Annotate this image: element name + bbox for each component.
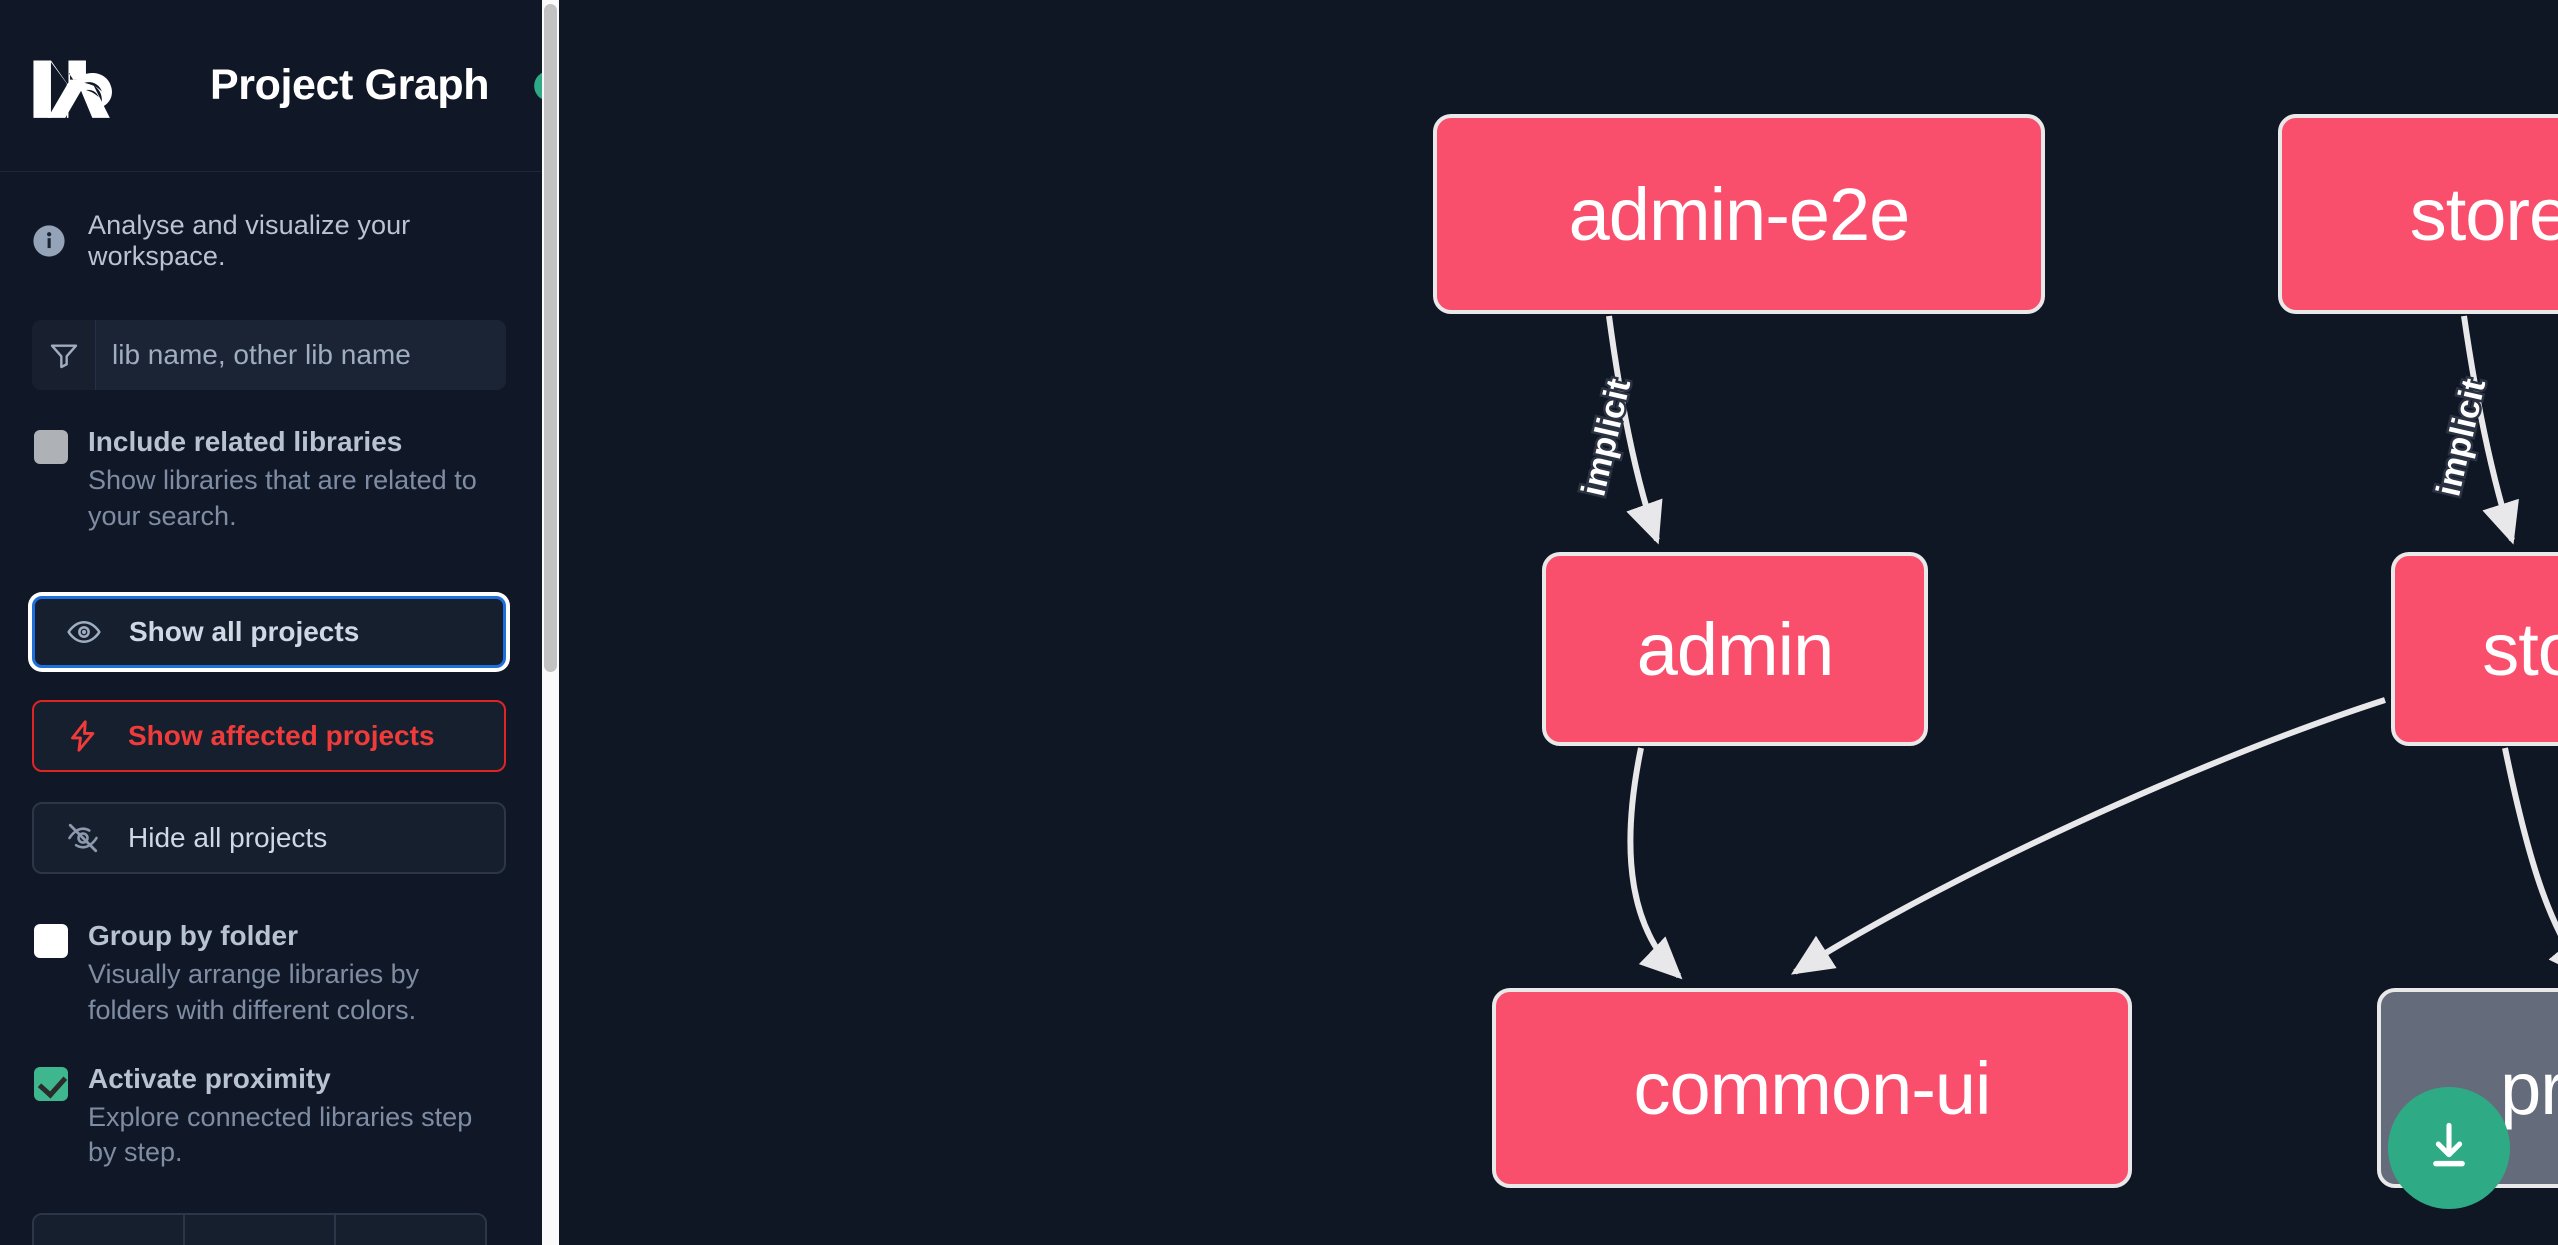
download-icon xyxy=(2420,1117,2478,1180)
hide-all-projects-label: Hide all projects xyxy=(128,822,328,854)
show-affected-projects-label: Show affected projects xyxy=(128,720,435,752)
show-affected-projects-button[interactable]: Show affected projects xyxy=(32,700,506,773)
edge-store-to-products xyxy=(2502,747,2558,980)
search-input[interactable] xyxy=(96,320,506,390)
graph-node-store[interactable]: store xyxy=(2391,552,2558,746)
node-label: store xyxy=(2482,607,2558,691)
info-text: Analyse and visualize your workspace. xyxy=(88,210,411,271)
checkbox-row-include-related-libraries[interactable]: Include related libraries Show libraries… xyxy=(0,390,542,534)
node-label: admin xyxy=(1636,607,1835,691)
edge-admin-e2e-to-admin xyxy=(1606,315,1663,545)
node-label: products xyxy=(2500,1046,2558,1130)
page-title: Project Graph xyxy=(210,61,490,109)
graph-node-admin[interactable]: admin xyxy=(1542,552,1928,746)
show-all-projects-button[interactable]: Show all projects xyxy=(32,596,506,669)
edge-store-to-common-ui xyxy=(1790,697,2386,975)
checkbox-description: Show libraries that are related to your … xyxy=(88,465,477,531)
graph-node-store-e2e[interactable]: store-e2e xyxy=(2278,114,2558,314)
group-by-folder-text: Group by folder Visually arrange librari… xyxy=(88,918,506,1028)
sidebar: Project Graph Analyse and visualize your… xyxy=(0,0,559,1245)
search-field[interactable] xyxy=(32,320,506,390)
download-image-button[interactable] xyxy=(2388,1087,2510,1209)
checkbox-label: Group by folder xyxy=(88,920,298,952)
activate-proximity-checkbox[interactable] xyxy=(34,1066,68,1101)
sidebar-scrollbar-thumb[interactable] xyxy=(544,4,557,672)
sidebar-scrollbar-track[interactable] xyxy=(542,0,559,1245)
hide-all-projects-button[interactable]: Hide all projects xyxy=(32,802,506,875)
include-related-libraries-checkbox[interactable] xyxy=(34,430,68,464)
node-label: common-ui xyxy=(1633,1046,1992,1130)
sidebar-header: Project Graph xyxy=(0,0,559,172)
checkbox-description: Explore connected libraries step by step… xyxy=(88,1101,473,1168)
node-label: store-e2e xyxy=(2409,172,2558,256)
proximity-stepper-group[interactable] xyxy=(32,1213,487,1245)
nx-logo xyxy=(30,51,126,121)
info-circle-icon xyxy=(32,224,66,258)
activate-proximity-text: Activate proximity Explore connected lib… xyxy=(88,1061,506,1171)
show-all-projects-label: Show all projects xyxy=(129,616,360,648)
graph-node-admin-e2e[interactable]: admin-e2e xyxy=(1433,114,2045,314)
checkbox-description: Visually arrange libraries by folders wi… xyxy=(88,959,420,1025)
proximity-step-value[interactable] xyxy=(185,1215,336,1245)
workspace-info: Analyse and visualize your workspace. xyxy=(0,172,542,272)
lightning-bolt-icon xyxy=(64,717,102,755)
edge-store-e2e-to-store xyxy=(2461,315,2519,545)
proximity-step-decrease[interactable] xyxy=(34,1215,185,1245)
include-related-libraries-text: Include related libraries Show libraries… xyxy=(88,424,506,534)
graph-canvas[interactable]: implicit implicit admin-e2e store-e2e ad… xyxy=(559,0,2558,1245)
checkbox-label: Include related libraries xyxy=(88,426,403,457)
filter-funnel-icon xyxy=(32,320,96,390)
graph-edges: implicit implicit xyxy=(1572,315,2558,980)
graph-node-common-ui[interactable]: common-ui xyxy=(1492,988,2132,1188)
eye-off-icon xyxy=(64,819,102,857)
proximity-step-increase[interactable] xyxy=(336,1215,485,1245)
edge-admin-to-common-ui xyxy=(1627,747,1683,980)
node-label: admin-e2e xyxy=(1568,172,1911,256)
eye-icon xyxy=(65,613,103,651)
group-by-folder-checkbox[interactable] xyxy=(34,924,68,959)
checkbox-row-activate-proximity[interactable]: Activate proximity Explore connected lib… xyxy=(0,1029,542,1171)
checkbox-label: Activate proximity xyxy=(88,1062,331,1094)
checkbox-row-group-by-folder[interactable]: Group by folder Visually arrange librari… xyxy=(0,874,542,1028)
